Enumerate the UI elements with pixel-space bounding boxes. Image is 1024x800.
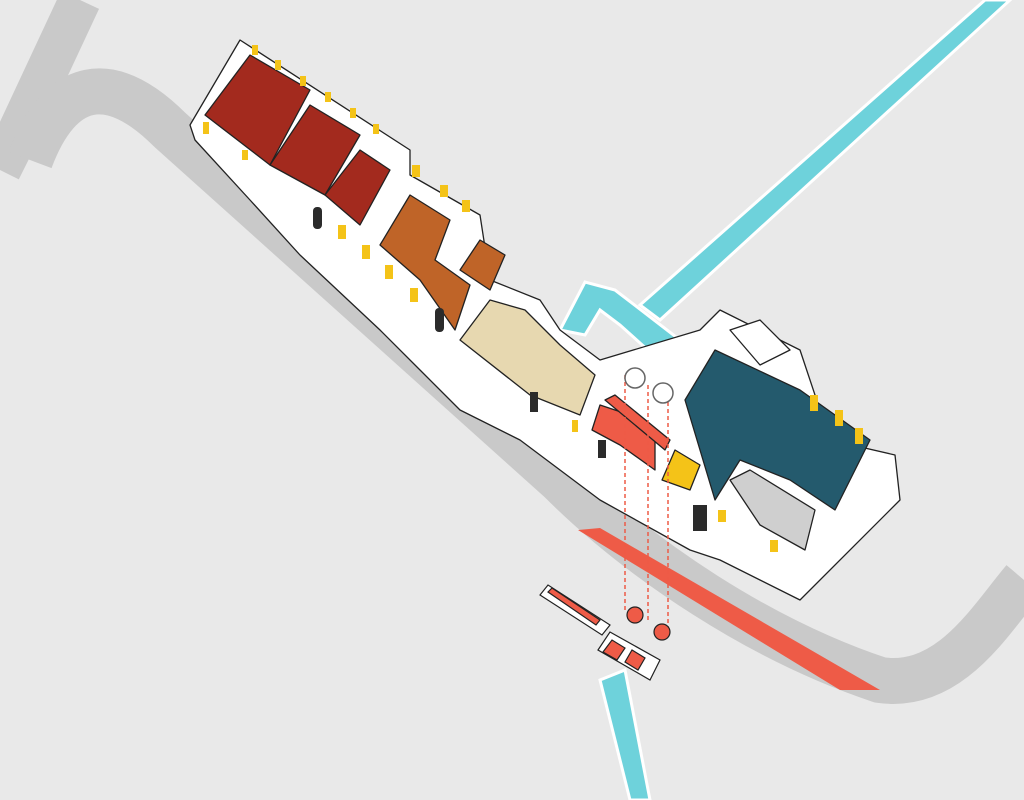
room-teal: [684, 349, 871, 511]
projection-lines: [624, 367, 674, 635]
door: [693, 505, 707, 531]
building: [189, 39, 901, 601]
channel-main: [637, 0, 1013, 322]
room-dark-red-2: [269, 104, 361, 196]
window: [412, 165, 420, 177]
door: [530, 392, 538, 412]
column-marker: [624, 367, 646, 389]
column-base: [626, 606, 644, 624]
windows: [203, 45, 863, 552]
window: [325, 92, 331, 102]
window: [203, 122, 209, 134]
window: [855, 428, 863, 444]
room-small-wc: [729, 319, 791, 366]
window: [810, 395, 818, 411]
door: [435, 308, 444, 332]
window: [373, 124, 379, 134]
window: [572, 420, 578, 432]
basement-floor: [547, 587, 601, 626]
room-brown-2: [459, 239, 506, 291]
window: [385, 265, 393, 279]
window: [242, 150, 248, 160]
room-dark-red-1: [204, 54, 311, 166]
window: [440, 185, 448, 197]
column-base: [653, 623, 671, 641]
room-beige: [459, 299, 596, 416]
room-coral-strip: [604, 394, 671, 451]
basement-floor: [624, 649, 646, 671]
column-marker: [652, 382, 674, 404]
coral-ground-strip: [578, 528, 880, 690]
window: [410, 288, 418, 302]
coral-strip: [578, 528, 880, 690]
window: [718, 510, 726, 522]
window: [350, 108, 356, 118]
basement-fragment: [539, 584, 671, 681]
doors: [313, 207, 707, 531]
window: [835, 410, 843, 426]
basement-floor: [602, 639, 626, 661]
window: [362, 245, 370, 259]
room-dark-red-3: [324, 149, 391, 226]
room-yellow: [661, 449, 701, 491]
window: [275, 60, 281, 70]
channel-lower: [598, 667, 652, 800]
window: [300, 76, 306, 86]
window: [338, 225, 346, 239]
window: [462, 200, 470, 212]
door: [313, 207, 322, 229]
room-grey: [729, 469, 816, 551]
window: [770, 540, 778, 552]
room-brown-1: [379, 194, 471, 331]
door: [598, 440, 606, 458]
window: [252, 45, 258, 55]
